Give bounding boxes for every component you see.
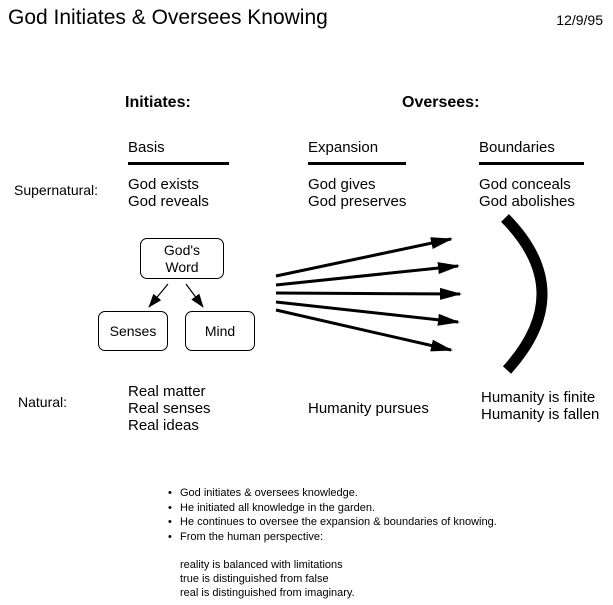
natural-expansion-cell: Humanity pursues [308, 400, 429, 417]
arrow-to-senses [148, 283, 169, 308]
supernatural-boundaries-cell: God conceals God abolishes [479, 176, 575, 210]
cell-line: Humanity is finite [481, 389, 596, 406]
cell-line: God exists [128, 176, 199, 193]
gods-word-box: God's Word [140, 238, 224, 279]
boundaries-rule [479, 162, 584, 165]
cell-line: Humanity pursues [308, 400, 429, 417]
perspective-list: reality is balanced with limitations tru… [166, 558, 497, 600]
initiates-heading: Initiates: [125, 94, 191, 111]
expansion-arrow-4 [275, 300, 460, 326]
supernatural-basis-cell: God exists God reveals [128, 176, 209, 210]
note-text: He continues to oversee the expansion & … [180, 516, 497, 528]
cell-line: God reveals [128, 193, 209, 210]
notes-block: •God initiates & oversees knowledge. •He… [166, 486, 497, 600]
boundary-arc [501, 214, 548, 374]
perspective-line: reality is balanced with limitations [180, 559, 343, 571]
note-text: God initiates & oversees knowledge. [180, 487, 358, 499]
natural-boundaries-cell: Humanity is finite Humanity is fallen [481, 389, 599, 423]
oversees-heading: Oversees: [402, 94, 480, 111]
senses-box: Senses [98, 311, 168, 351]
cell-line: God preserves [308, 193, 407, 210]
supernatural-row-label: Supernatural: [14, 182, 99, 198]
natural-basis-cell: Real matter Real senses Real ideas [128, 383, 211, 434]
basis-rule [128, 162, 229, 165]
notes-list: •God initiates & oversees knowledge. •He… [166, 486, 497, 544]
arrow-to-mind [185, 283, 204, 308]
expansion-rule [308, 162, 406, 165]
cell-line: Humanity is fallen [481, 406, 600, 423]
cell-line: God conceals [479, 176, 571, 193]
cell-line: Real senses [128, 400, 211, 417]
perspective-line: true is distinguished from false [180, 573, 329, 585]
expansion-arrow-3 [275, 287, 462, 300]
note-text: From the human perspective: [180, 530, 324, 543]
note-item: •He continues to oversee the expansion &… [168, 516, 497, 528]
mind-label: Mind [204, 322, 236, 339]
cell-line: Real matter [128, 383, 206, 400]
note-text: He initiated all knowledge in the garden… [180, 501, 376, 514]
note-item: •God initiates & oversees knowledge. [168, 487, 358, 499]
page-title: God Initiates & Oversees Knowing [8, 6, 328, 29]
date-label: 12/9/95 [556, 12, 603, 28]
expansion-arrow-2 [275, 262, 460, 287]
box-line: God's [163, 241, 201, 258]
cell-line: God gives [308, 176, 376, 193]
expansion-arrow-5 [275, 308, 453, 352]
basis-column-header: Basis [128, 139, 165, 156]
expansion-arrow-1 [275, 237, 453, 278]
natural-row-label: Natural: [18, 394, 68, 410]
expansion-column-header: Expansion [308, 139, 379, 156]
box-line: Word [165, 258, 199, 275]
cell-line: God abolishes [479, 193, 575, 210]
supernatural-expansion-cell: God gives God preserves [308, 176, 406, 210]
mind-box: Mind [185, 311, 255, 351]
note-item: •He initiated all knowledge in the garde… [168, 501, 376, 514]
perspective-line: real is distinguished from imaginary. [180, 587, 355, 599]
boundaries-column-header: Boundaries [479, 139, 555, 156]
cell-line: Real ideas [128, 417, 199, 434]
note-item: •From the human perspective: [168, 530, 324, 543]
senses-label: Senses [109, 322, 157, 339]
